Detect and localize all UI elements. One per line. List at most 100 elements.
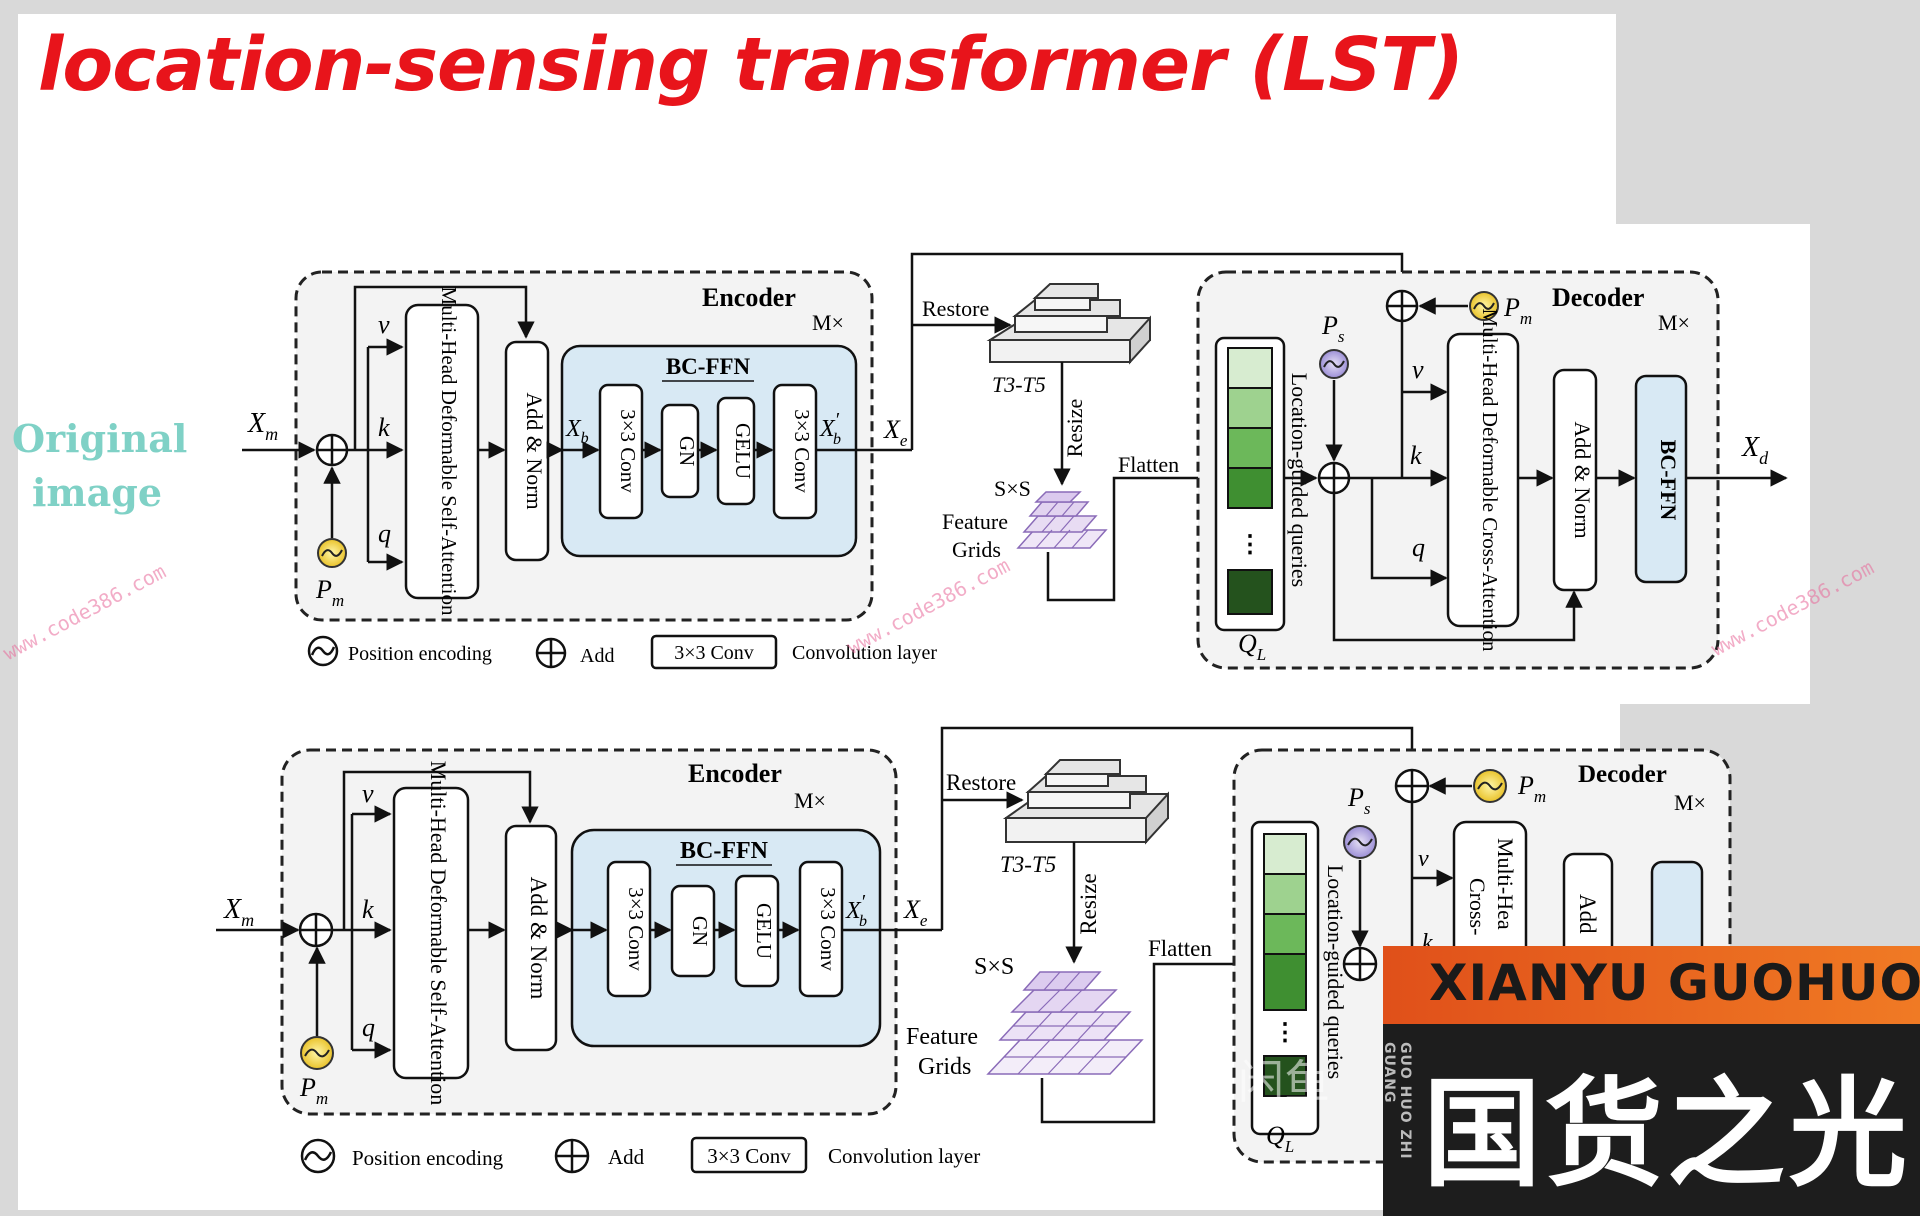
grids-label-line2: Grids [952,537,1001,562]
residual-line [342,770,539,930]
bcffn-conv2-label: 3×3 Conv [816,887,840,971]
decoder-ps-icon [1343,825,1377,859]
grids-to-flatten-line [1046,469,1216,602]
legend-conv-box-label: 3×3 Conv [707,1144,791,1168]
legend-add: Add [608,1145,645,1169]
bcffn-title: BC-FFN [666,354,751,379]
bcffn-conv2-label: 3×3 Conv [790,409,814,493]
bcffn-conv1-label: 3×3 Conv [624,887,648,971]
legend-position-encoding-icon [300,1138,336,1174]
xe-to-decoder-line [940,726,1421,930]
bcffn-gelu-label: GELU [731,423,755,479]
encoder-output-xe: Xe [903,895,928,930]
encoder-repeat: M× [812,310,844,335]
ql-label: QL [1266,1121,1294,1156]
resize-label: Resize [1062,399,1087,458]
self-attention-block [404,303,480,600]
v-label: v [362,779,374,808]
slide-title: location-sensing transformer (LST) [38,22,1464,108]
bcffn-conv1 [598,383,644,520]
restore-label: Restore [922,296,989,321]
query-cell-4 [1263,953,1307,1011]
grids-label-line1: Feature [942,509,1008,534]
encoder-output-xe: Xe [883,415,908,450]
query-cell-4 [1227,467,1273,509]
bcffn-gelu-label: GELU [752,903,776,959]
grids-to-flatten-line [1040,955,1256,1124]
legend-conv-box-label: 3×3 Conv [674,642,754,664]
brand-logo-overlay: XIANYU GUOHUO GUO HUO ZHI GUANG 国货之光 [1383,946,1920,1216]
bcffn-conv2 [772,383,818,520]
queries-label: Location-guided queries [1287,373,1312,587]
self-attention-block [392,786,470,1080]
dec-add-norm-block [1552,368,1598,592]
pos-pm-label: Pm [315,575,344,610]
bcffn-gn-label: GN [675,436,699,466]
decoder-pm-icon [1473,769,1507,803]
q-label: q [362,1013,375,1042]
feature-grids-icon [1016,491,1108,549]
k-label: k [378,413,390,442]
bcffn-xb-label: Xb [565,416,589,447]
input-xm-label: Xm [247,408,278,444]
query-cell-3 [1227,427,1273,469]
add-norm-label: Add & Norm [522,392,547,509]
bcffn-xbprime-label: X′b [845,891,867,930]
decoder-title: Decoder [1552,283,1644,312]
brand-logo-side-text: GUO HUO ZHI GUANG [1383,1042,1413,1160]
legend-add: Add [580,645,614,667]
dec-bcffn-label: BC-FFN [1656,440,1681,521]
slide-top [18,14,1616,224]
cross-attention-block [1446,332,1520,628]
legend-position-encoding: Position encoding [352,1146,504,1170]
stack-label: T3-T5 [1000,852,1056,877]
v-label: v [378,310,390,339]
decoder-pm-icon [1469,291,1499,321]
dec-k-label: k [1410,441,1422,470]
decoder-output-xd: Xd [1741,432,1769,468]
decoder-pm-label: Pm [1503,293,1532,328]
decoder-ps-label: Ps [1321,311,1345,346]
decoder-add-mid-icon [1342,946,1378,982]
residual-to-addnorm [1332,493,1583,642]
bcffn-conv1-label: 3×3 Conv [616,409,640,493]
query-cell-1 [1227,347,1273,389]
legend-position-encoding: Position encoding [348,643,492,665]
query-cell-2 [1227,387,1273,429]
add-norm-block [504,824,558,1052]
brand-logo-banner [1383,946,1920,1024]
flatten-label: Flatten [1148,936,1212,961]
grids-label-line2: Grids [918,1054,971,1080]
decoder-add-top-icon [1394,768,1430,804]
k-label: k [362,895,374,924]
decoder-ps-label: Ps [1347,783,1371,818]
bcffn-xbprime-label: X′b [819,409,841,448]
add-norm-label: Add & Norm [526,877,551,1000]
legend-position-encoding-icon [307,635,339,667]
brand-logo-english: XIANYU GUOHUO [1429,954,1920,1012]
dec-q-label: q [1412,533,1425,562]
queries-label: Location-guided queries [1323,865,1348,1079]
dec-v-label: v [1418,846,1429,872]
self-attention-label: Multi-Head Deformable Self-Attention [426,761,451,1106]
pos-pm-label: Pm [299,1073,328,1108]
top-diagram: Encoder M× Xm Pm v k q Multi-Head Deform… [242,252,1788,670]
dec-v-label: v [1412,355,1424,384]
query-cell-1 [1263,833,1307,875]
position-encoding-icon [317,538,347,568]
cross-attention-label-2: Cross- [1465,878,1490,935]
bcffn-gn-label: GN [688,916,712,946]
bcffn-title: BC-FFN [680,838,769,864]
legend-conv-box [650,634,778,670]
self-attention-label: Multi-Head Deformable Self-Attention [437,287,461,616]
query-cell-last [1227,569,1273,615]
resize-label: Resize [1076,873,1101,934]
residual-line [353,285,535,450]
query-cell-2 [1263,873,1307,915]
decoder-pm-label: Pm [1517,771,1546,806]
stack-label: T3-T5 [992,372,1046,397]
q-label: q [378,519,391,548]
dec-add-norm-label: Add & Norm [1570,421,1595,538]
decoder-ps-icon [1319,349,1349,379]
